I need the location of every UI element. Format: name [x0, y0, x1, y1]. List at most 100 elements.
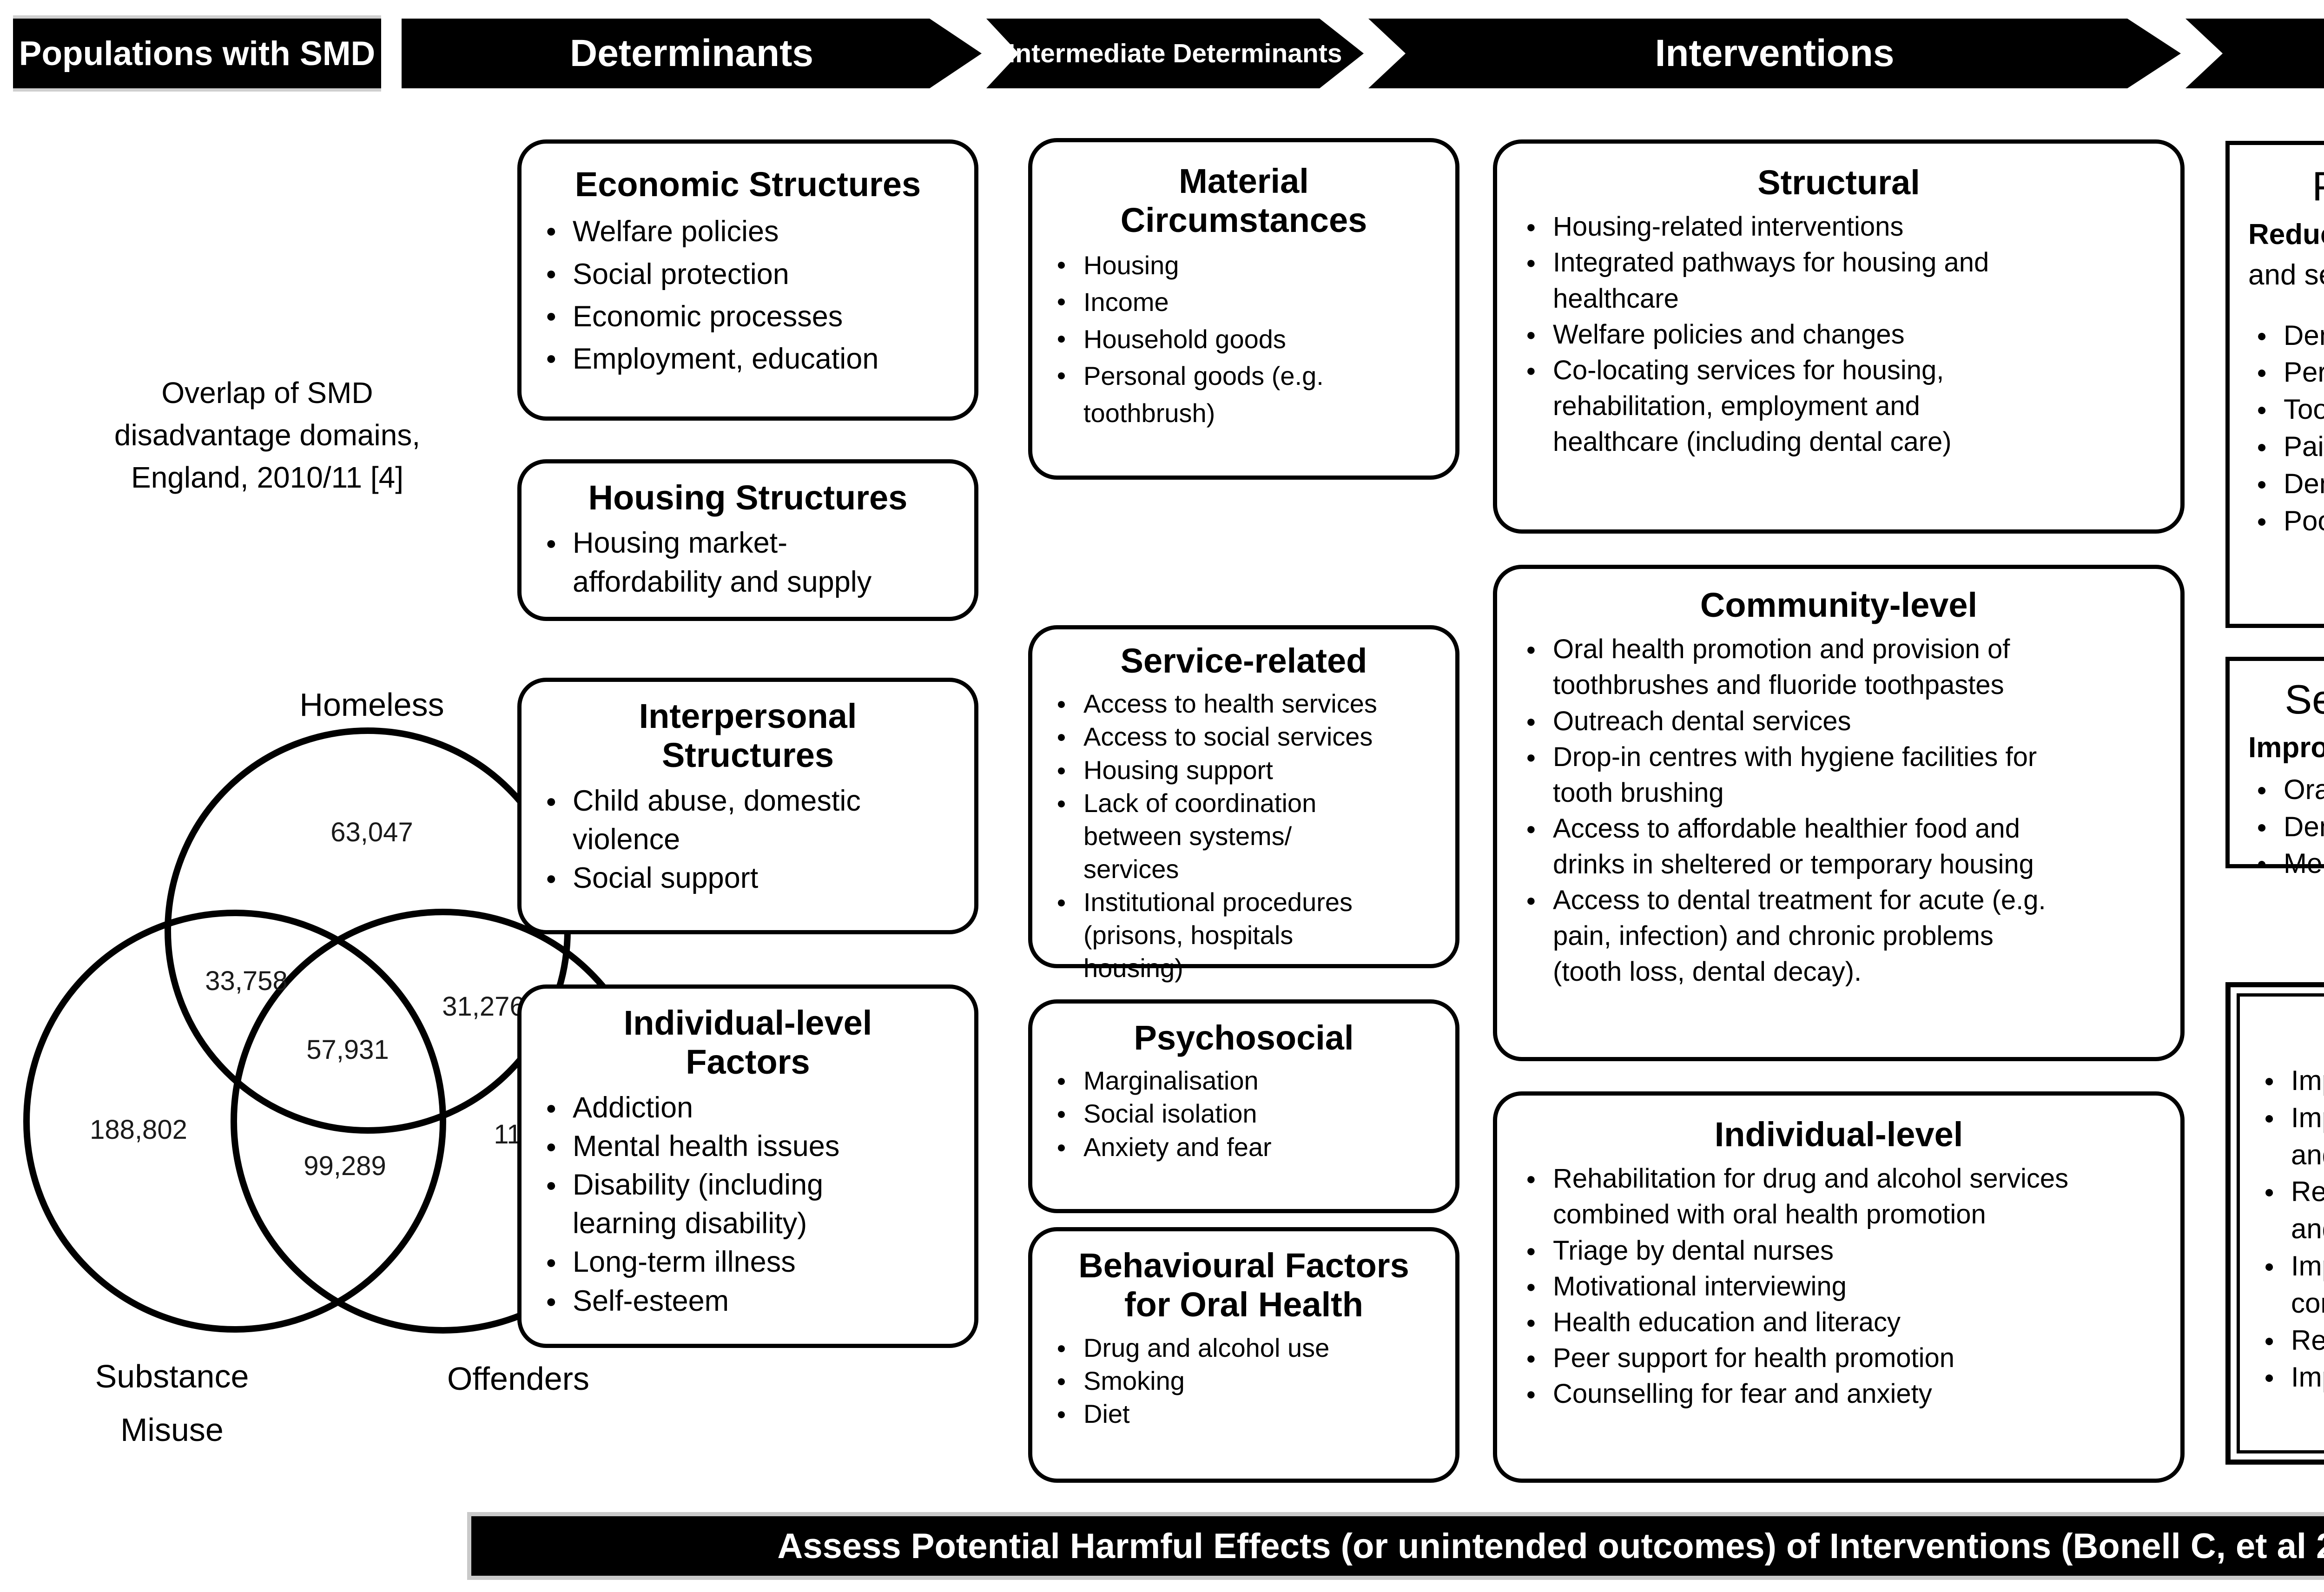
list-item: ●Marginalisation: [1048, 1064, 1439, 1097]
arrow-banner-intermediate-determinants: Intermediate Determinants: [986, 19, 1364, 88]
list-item: ●Co-locating services for housing, rehab…: [1518, 352, 2160, 460]
bullet-icon: ●: [1056, 1072, 1066, 1090]
bullet-icon: ●: [2257, 436, 2267, 456]
box-title: Economic Structures: [574, 165, 921, 204]
list-item: ●Institutional procedures (prisons, hosp…: [1048, 885, 1439, 984]
box-primary-outcome: Primary outcome: Reduction of dental dis…: [2225, 141, 2324, 628]
bullet-icon: ●: [1526, 360, 1536, 380]
list-item: ●Reduced difficulty eating and improved …: [2256, 1173, 2324, 1248]
venn-count-all-three: 57,931: [306, 1035, 389, 1065]
primary-outcome-description: Reduction of dental diseases and sequela…: [2248, 218, 2324, 291]
box-title: Service-related: [1120, 641, 1367, 680]
box-interpersonal-structures: Interpersonal Structures ●Child abuse, d…: [517, 678, 978, 934]
list-item: ●Smoking: [1048, 1364, 1439, 1397]
list-item: ●Employment, education: [537, 338, 958, 380]
bullet-icon: ●: [2257, 363, 2267, 383]
bullet-icon: ●: [2257, 511, 2267, 531]
bullet-icon: ●: [546, 1098, 557, 1118]
impact-inner-frame: IMPACT ON: ●Improved quality of life●Imp…: [2237, 993, 2324, 1453]
list-item: ●Social support: [537, 859, 958, 898]
footer-harmful-effects-banner: Assess Potential Harmful Effects (or uni…: [467, 1512, 2324, 1580]
box-behavioural-factors-oral-health: Behavioural Factors for Oral Health ●Dru…: [1028, 1227, 1459, 1483]
list-item: ●Dental infections: [2248, 465, 2324, 502]
arrow-banner-interventions: Interventions: [1368, 19, 2181, 88]
secondary-outcome-description: Improvement in:: [2248, 732, 2324, 764]
bullet-icon: ●: [1526, 1169, 1536, 1189]
bullet-icon: ●: [546, 791, 557, 812]
bullet-icon: ●: [546, 868, 557, 889]
bullet-icon: ●: [2257, 325, 2267, 345]
bullet-icon: ●: [546, 221, 557, 241]
box-title: Primary outcome:: [2248, 163, 2324, 210]
box-title: Psychosocial: [1134, 1018, 1354, 1057]
bullet-icon: ●: [546, 1291, 557, 1311]
list-item: ●Diet: [1048, 1397, 1439, 1430]
venn-circle-homeless: [165, 727, 571, 1134]
list-item: ●Improved mental health and well-being: [2256, 1099, 2324, 1174]
bullet-icon: ●: [2264, 1070, 2275, 1090]
bullet-icon: ●: [546, 533, 557, 554]
list-item: ●Income: [1048, 284, 1439, 321]
list-item: ●Drug and alcohol use: [1048, 1331, 1439, 1364]
list-item: ●Access to dental treatment for acute (e…: [1518, 882, 2160, 990]
list-item: ●Oral hygiene practices: [2248, 771, 2324, 808]
arrow-banner-determinants: Determinants: [402, 19, 982, 88]
venn-circle-substance-misuse: [23, 910, 446, 1333]
list-item: ●Social protection: [537, 253, 958, 296]
bullet-icon: ●: [1526, 324, 1536, 344]
venn-caption: Overlap of SMD disadvantage domains, Eng…: [114, 376, 421, 494]
bullet-icon: ●: [1526, 711, 1536, 731]
bullet-icon: ●: [1056, 1138, 1066, 1156]
list-item: ●Mental health issues: [537, 1127, 958, 1166]
list-item: ●Lack of coordination between systems/ s…: [1048, 786, 1439, 885]
box-structural-interventions: Structural ●Housing-related intervention…: [1493, 139, 2185, 534]
box-housing-structures: Housing Structures ●Housing market- affo…: [517, 459, 978, 621]
venn-count-substance-only: 188,802: [90, 1115, 187, 1145]
bullet-icon: ●: [2264, 1256, 2275, 1276]
bullet-icon: ●: [1526, 217, 1536, 237]
list-item: ●Dental attendance: [2248, 808, 2324, 846]
list-item: ●Welfare policies and changes: [1518, 317, 2160, 352]
list-item: ●Motivational interviewing: [1518, 1268, 2160, 1304]
box-psychosocial: Psychosocial ●Marginalisation●Social iso…: [1028, 999, 1459, 1213]
bullet-icon: ●: [1526, 1348, 1536, 1368]
venn-label-misuse: Misuse: [120, 1412, 224, 1448]
list-item: ●Housing: [1048, 247, 1439, 284]
list-item: ●Mental well-being: [2248, 845, 2324, 882]
list-item: ●Dental caries: [2248, 317, 2324, 354]
box-service-related: Service-related ●Access to health servic…: [1028, 625, 1459, 983]
list-item: ●Counselling for fear and anxiety: [1518, 1376, 2160, 1412]
bullet-icon: ●: [1526, 747, 1536, 766]
list-item: ●Housing market- affordability and suppl…: [537, 524, 958, 601]
venn-count-substance-offenders: 99,289: [304, 1151, 386, 1181]
box-title: Behavioural Factors for Oral Health: [1078, 1246, 1409, 1324]
list-item: ●Social isolation: [1048, 1097, 1439, 1130]
list-item: ●Anxiety and fear: [1048, 1130, 1439, 1163]
bullet-icon: ●: [546, 348, 557, 369]
list-item: ●Rehabilitation for drug and alcohol ser…: [1518, 1161, 2160, 1232]
list-item: ●Welfare policies: [537, 211, 958, 253]
bullet-icon: ●: [1056, 1405, 1066, 1423]
bullet-icon: ●: [2257, 817, 2267, 837]
list-item: ●Oral health promotion and provision of …: [1518, 631, 2160, 703]
bullet-icon: ●: [546, 264, 557, 284]
bullet-icon: ●: [2264, 1108, 2275, 1128]
list-item: ●Poor self-rated oral health: [2248, 502, 2324, 540]
bullet-icon: ●: [2257, 779, 2267, 799]
box-title: Material Circumstances: [1120, 162, 1367, 240]
box-community-level-interventions: Community-level ●Oral health promotion a…: [1493, 565, 2185, 1061]
list-item: ●Improved self-esteem, confidence: [2256, 1248, 2324, 1322]
list-item: ●Addiction: [537, 1089, 958, 1127]
bullet-icon: ●: [1056, 292, 1066, 310]
list-item: ●Improved employability: [2256, 1359, 2324, 1396]
bullet-icon: ●: [1056, 695, 1066, 713]
list-item: ●Long-term illness: [537, 1243, 958, 1282]
venn-diagram: Homeless Substance Misuse Offenders 63,0…: [23, 687, 655, 1448]
box-title: Structural: [1757, 163, 1920, 202]
list-item: ●Access to affordable healthier food and…: [1518, 811, 2160, 882]
list-item: ●Peer support for health promotion: [1518, 1340, 2160, 1376]
arrow-banner-goals: Goals: [2185, 19, 2324, 88]
list-item: ●Housing support: [1048, 753, 1439, 786]
bullet-icon: ●: [546, 1136, 557, 1157]
